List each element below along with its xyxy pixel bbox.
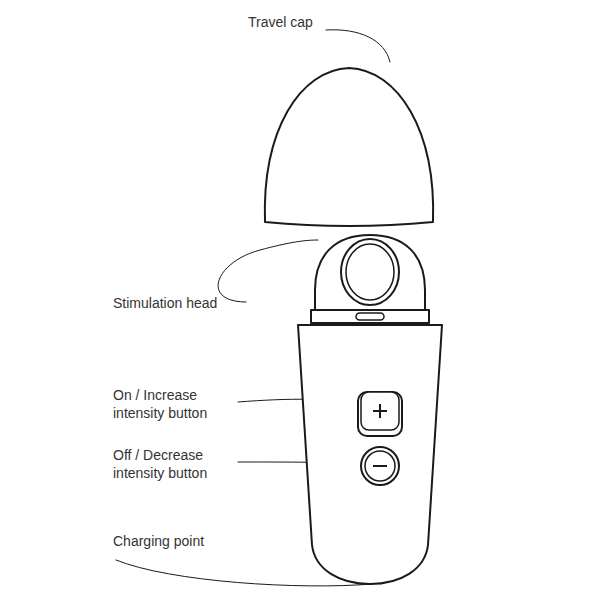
stimulation-pad: [341, 239, 399, 305]
part-label: Charging point: [113, 532, 204, 550]
travel-cap: [265, 68, 433, 226]
decrease-button: [365, 451, 395, 481]
part-label: Off / Decrease intensity button: [113, 446, 235, 482]
device: [265, 68, 442, 584]
decrease-button-outer: [361, 447, 399, 485]
part-label: On / Increase intensity button: [113, 386, 235, 422]
stimulation-pad-inner: [346, 244, 394, 300]
head-band: [311, 310, 429, 323]
band-slot: [356, 313, 384, 320]
part-label: Travel cap: [248, 13, 313, 31]
stimulation-head: [315, 235, 425, 322]
part-label: Stimulation head: [113, 294, 217, 312]
handle-body: [298, 325, 442, 584]
leader-line: [326, 30, 390, 62]
minus-symbol: [373, 465, 387, 467]
leader-line: [218, 240, 318, 302]
increase-button-outer: [358, 392, 402, 436]
plus-symbol: [373, 404, 387, 418]
increase-button: [361, 392, 399, 430]
